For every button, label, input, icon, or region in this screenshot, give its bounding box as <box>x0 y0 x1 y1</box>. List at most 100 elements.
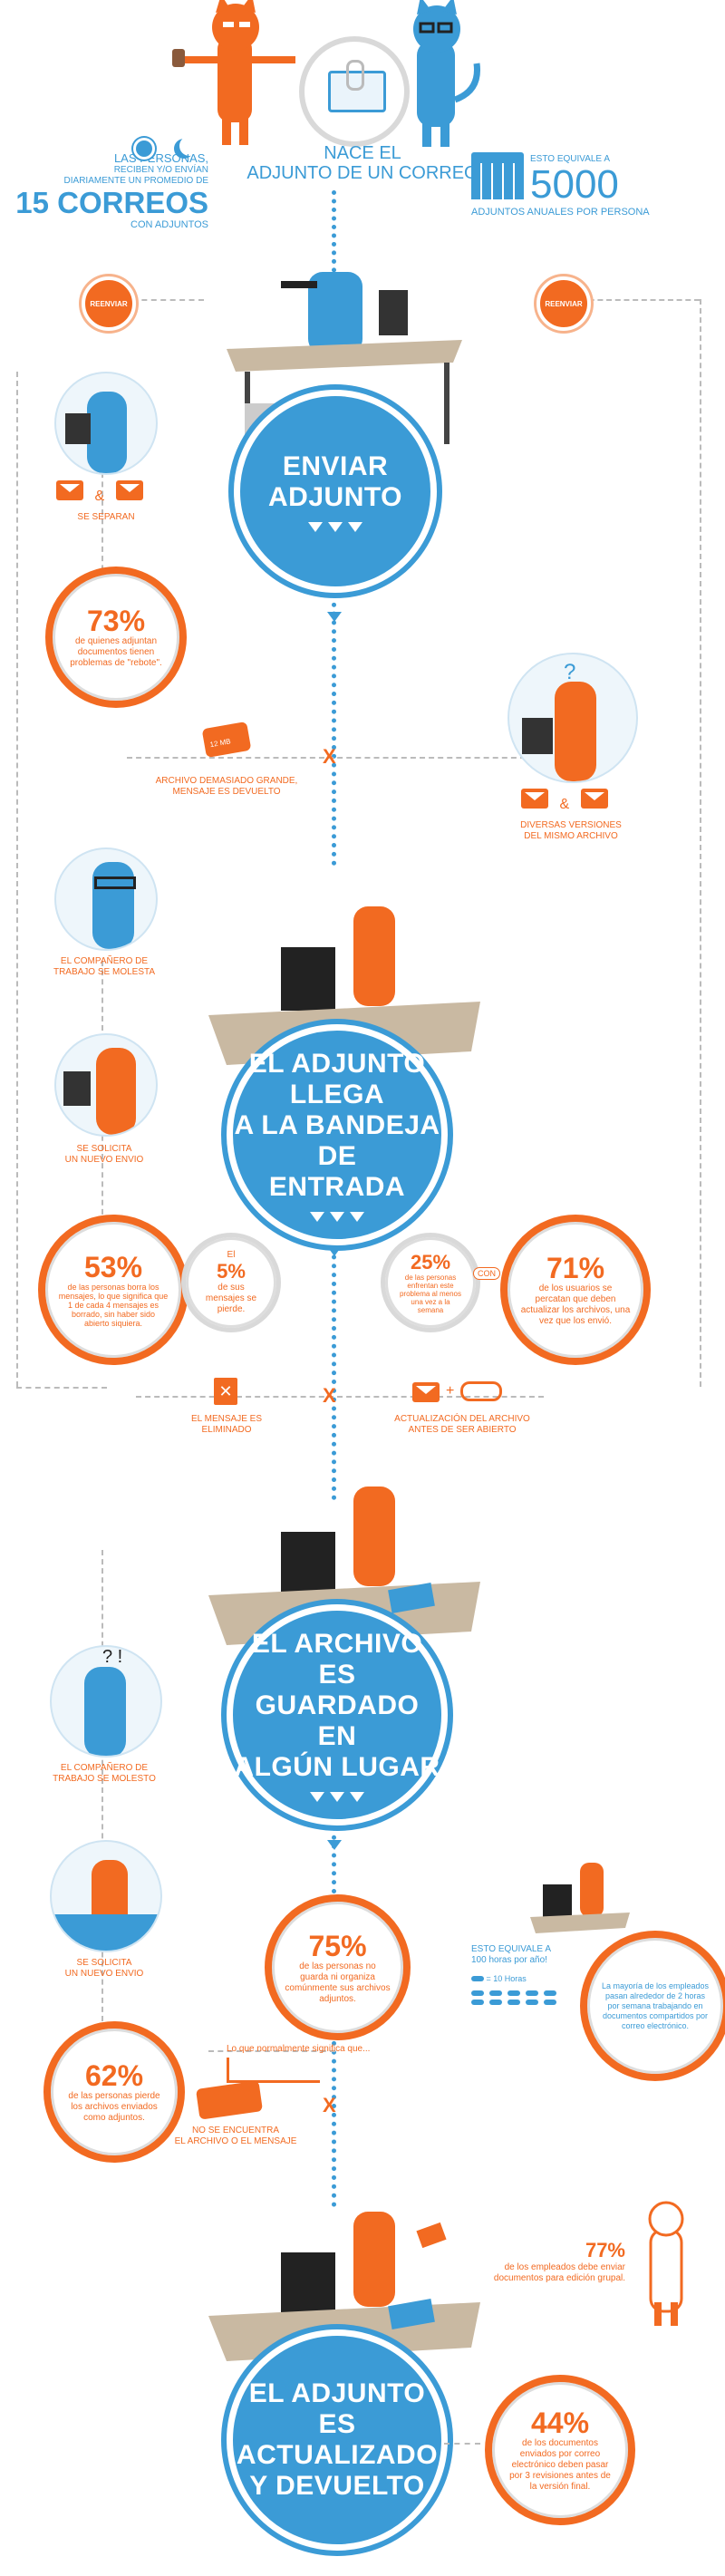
stat-44-text: de los documentos enviados por correo el… <box>509 2438 611 2492</box>
hours-grid <box>471 1990 571 2005</box>
caption-companero-1b: TRABAJO SE MOLESTA <box>53 967 156 977</box>
equivale-line-1: ESTO EQUIVALE A <box>471 1944 551 1954</box>
caption-actualizacion: ACTUALIZACIÓN DEL ARCHIVO ANTES DE SER A… <box>372 1414 553 1436</box>
envelope-b-icon <box>115 480 143 500</box>
caption-companero-2: EL COMPAÑERO DE TRABAJO SE MOLESTO <box>36 1763 172 1785</box>
stat-75-pct: 75% <box>308 1929 367 1962</box>
caption-diversas: DIVERSAS VERSIONES DEL MISMO ARCHIVO <box>489 820 652 842</box>
stat-53-pct: 53% <box>83 1251 143 1283</box>
horas-text: La mayoría de los empleados pasan alrede… <box>601 1980 710 2030</box>
envelope-icon <box>328 71 386 112</box>
lost-branch-line <box>208 2050 335 2052</box>
header-right-big: 5000 <box>530 162 619 207</box>
blue-cat-figure <box>87 392 127 473</box>
stage3-line3: ALGÚN LUGAR <box>234 1751 440 1782</box>
split-envelopes: & <box>56 480 156 508</box>
con-badge: CON <box>473 1267 500 1280</box>
monitor-icon-3 <box>63 1071 91 1106</box>
loop-left-line <box>16 372 18 1387</box>
paperclip-icon <box>346 60 364 91</box>
header-center-line2: ADJUNTO DE UN CORREO <box>246 163 478 183</box>
caption-eliminado-1: EL MENSAJE ES <box>191 1414 262 1424</box>
header-right-small: ESTO EQUIVALE A <box>530 154 610 164</box>
caption-companero-2a: EL COMPAÑERO DE <box>60 1763 149 1773</box>
calendar-icon <box>471 152 524 199</box>
stat-25-ring: 25% de las personas enfrentan este probl… <box>381 1233 480 1332</box>
header-center-line1: NACE EL <box>324 143 401 163</box>
header-center-text: NACE EL ADJUNTO DE UN CORREO <box>227 143 498 183</box>
caption-solicita-1b: UN NUEVO ENVIO <box>64 1155 144 1165</box>
equivale-text: ESTO EQUIVALE A 100 horas por año! <box>471 1944 551 1966</box>
sun-icon <box>136 140 152 157</box>
stat-75-text: de las personas no guarda ni organiza co… <box>285 1961 391 2004</box>
stage4-line3: Y DEVUELTO <box>249 2471 425 2501</box>
header-left-line4: CON ADJUNTOS <box>130 219 208 230</box>
monitor-icon-2 <box>522 718 553 754</box>
small-desk-orange-cat <box>530 1863 630 1933</box>
stat-44-ring: 44% de los documentos enviados por corre… <box>485 2375 635 2525</box>
blue-cat-question-figure <box>84 1667 126 1756</box>
flow-arrow-1 <box>327 612 342 622</box>
version-envelopes: & <box>521 789 621 816</box>
header-right-line: ADJUNTOS ANUALES POR PERSONA <box>471 207 650 218</box>
header: LAS PERSONAS, RECIBEN Y/O ENVÍAN DIARIAM… <box>0 0 725 254</box>
version-amp: & <box>559 797 570 812</box>
flow-arrow-3 <box>327 1840 342 1850</box>
bounce-x-mark: X <box>323 745 336 768</box>
stage2-line3: ENTRADA <box>268 1171 406 1202</box>
stage4-line1: EL ADJUNTO ES <box>248 2378 426 2439</box>
stage3-line2: GUARDADO EN <box>255 1690 420 1751</box>
caption-diversas-1: DIVERSAS VERSIONES <box>520 820 622 830</box>
caption-solicita-2: SE SOLICITA UN NUEVO ENVIO <box>36 1958 172 1980</box>
loop-right-line <box>700 299 701 1387</box>
caption-se-separan: SE SEPARAN <box>77 512 135 522</box>
caption-solicita-1: SE SOLICITA UN NUEVO ENVIO <box>36 1144 172 1166</box>
equivale-line-2: 100 horas por año! <box>471 1955 547 1965</box>
caption-companero-1: EL COMPAÑERO DE TRABAJO SE MOLESTA <box>36 956 172 978</box>
avatar-orange-cat-papers <box>50 1840 162 1952</box>
caption-solicita-1a: SE SOLICITA <box>76 1144 132 1154</box>
hour-icon <box>471 1976 484 1981</box>
caption-eliminado-2: ELIMINADO <box>201 1425 252 1435</box>
stage2-line1: EL ADJUNTO LLEGA <box>248 1048 426 1109</box>
reenviar-right-button: REENVIAR <box>536 276 591 331</box>
stage4-line2: ACTUALIZADO <box>236 2440 439 2470</box>
stat-75-ring: 75% de las personas no guarda ni organiz… <box>265 1894 411 2040</box>
version-envelope-b-icon <box>580 789 608 809</box>
blue-cat-illustration <box>413 0 480 147</box>
stat-77-block: 77% de los empleados debe enviar documen… <box>480 2239 625 2284</box>
horas-ring: La mayoría de los empleados pasan alrede… <box>580 1931 725 2081</box>
orange-cat-figure-2 <box>96 1048 136 1135</box>
caption-actualizacion-1: ACTUALIZACIÓN DEL ARCHIVO <box>394 1414 530 1424</box>
avatar-blue-cat-question: ? ! <box>50 1645 162 1758</box>
corner-arrow <box>227 2058 320 2083</box>
mb-label: 12 MB <box>208 737 232 750</box>
stage3-line1: EL ARCHIVO ES <box>251 1628 423 1690</box>
amp-sign: & <box>94 489 105 504</box>
stat-53-ring: 53% de las personas borra los mensajes, … <box>38 1215 188 1365</box>
avatar-blue-cat-1 <box>54 372 158 475</box>
stat-5-pre: El <box>227 1250 236 1260</box>
caption-archivo-grande-1: ARCHIVO DEMASIADO GRANDE, <box>155 776 298 786</box>
lost-x-mark: X <box>323 2094 336 2116</box>
inbox-branch-line <box>136 1396 544 1398</box>
stat-5-text: de sus mensajes se pierde. <box>205 1283 257 1314</box>
papers-pile-icon <box>52 1914 160 1951</box>
stage2-line2: A LA BANDEJA DE <box>234 1109 440 1171</box>
stat-73-ring: 73% de quienes adjuntan documentos tiene… <box>45 567 187 708</box>
desk-blue-cat-illustration <box>227 272 462 453</box>
version-envelope-a-icon <box>521 789 548 809</box>
big-file-envelope-icon: 12 MB <box>201 721 252 759</box>
flow-line-1 <box>332 190 336 281</box>
loop-right-top <box>580 299 700 301</box>
avatar-orange-cat-question: ? <box>508 653 638 783</box>
update-envelope-icon <box>412 1382 440 1407</box>
reenviar-left-button: REENVIAR <box>82 276 136 331</box>
left-stat-line-3 <box>102 1550 103 2021</box>
header-left-line3: DIARIAMENTE UN PROMEDIO DE <box>63 176 208 186</box>
caption-eliminado: EL MENSAJE ES ELIMINADO <box>172 1414 281 1436</box>
header-left-big: 15 CORREOS <box>15 186 208 219</box>
diez-horas-label: = 10 Horas <box>486 1974 527 1983</box>
stat-5-ring: El 5% de sus mensajes se pierde. <box>181 1233 281 1332</box>
stat-62-pct: 62% <box>84 2059 144 2092</box>
